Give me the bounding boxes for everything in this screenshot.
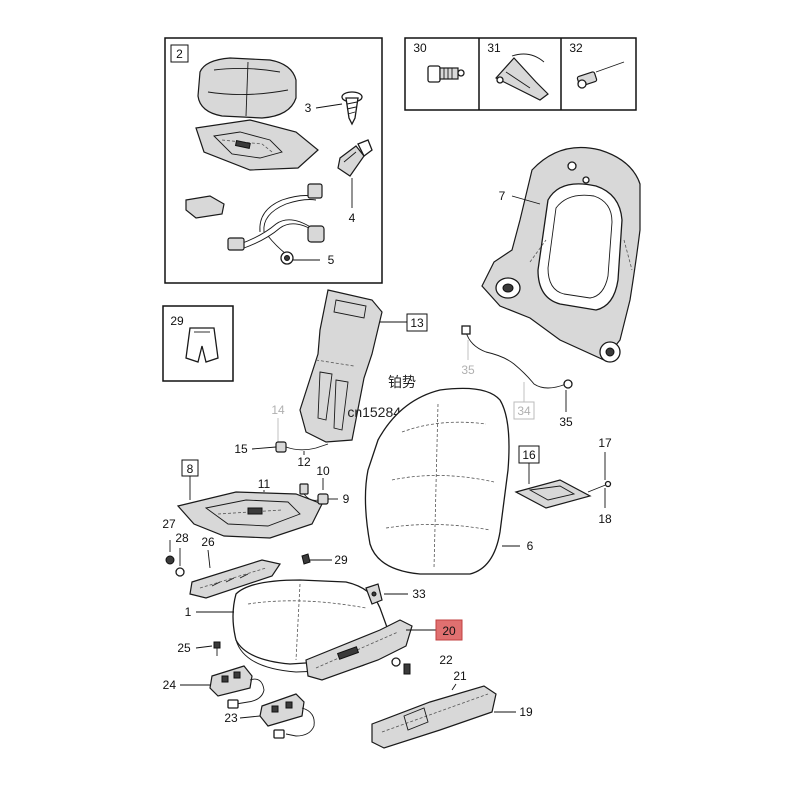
cushion-cover-pad[interactable] [197,57,297,119]
part-3-label: 3 [305,101,312,115]
part-21-label: 21 [453,669,467,683]
part-35-faint-label: 35 [461,363,475,377]
bolt-30-icon[interactable] [427,65,465,83]
part-6-label: 6 [527,539,534,553]
side-trim-26[interactable] [189,559,281,599]
clip-4-icon[interactable] [337,139,373,177]
part-13-label: 13 [410,316,424,330]
part-5-label: 5 [328,253,335,267]
part-29-label: 29 [170,314,184,328]
part-27-label: 27 [162,517,176,531]
clip-29-border [162,305,234,382]
screw-27-icon[interactable] [165,540,175,565]
rivet-32-icon[interactable] [576,61,625,89]
fastener-kit-frame: 30 31 32 [404,37,637,111]
part-16-label: 16 [522,448,536,462]
switch-module-23[interactable] [259,693,315,739]
sensor-wire-35[interactable] [461,325,573,389]
part-2-tag[interactable] [170,44,189,63]
part-2-label: 2 [176,47,183,61]
part-4-label: 4 [349,211,356,225]
backrest-heater-mat[interactable] [299,289,383,443]
cushion-heater-mat-8[interactable] [176,491,323,539]
washer-28-icon[interactable] [175,548,185,577]
switch-module-24[interactable] [209,665,265,709]
screw-25-icon[interactable] [213,641,221,656]
part-29-small-label: 29 [334,553,348,567]
heater-pad-16[interactable] [514,479,612,509]
part-10-label: 10 [316,464,330,478]
part-19-label: 19 [519,705,533,719]
part-31-label: 31 [487,41,501,55]
part-35-label: 35 [559,415,573,429]
part-22-label: 22 [439,653,453,667]
part-26-label: 26 [201,535,215,549]
part-32-label: 32 [569,41,583,55]
connector-9-icon[interactable] [299,483,329,505]
side-panel-19[interactable] [371,685,497,749]
clip-29-icon[interactable] [185,327,219,363]
part-15-label: 15 [234,442,248,456]
part-7-label: 7 [499,189,506,203]
bracket-31-icon[interactable] [495,53,549,101]
cushion-heater-sheet[interactable] [195,119,319,171]
screw-22-icon[interactable] [391,657,411,675]
part-12-label: 12 [297,455,311,469]
part-25-label: 25 [177,641,191,655]
part-20-label: 20 [442,624,456,638]
part-8-label: 8 [187,462,194,476]
side-panel-20[interactable] [305,619,413,681]
backrest-frame-7[interactable] [481,146,641,363]
part-17-label: 17 [598,436,612,450]
part-20-tag-highlighted[interactable] [435,619,463,641]
sensor-cable-12[interactable] [275,441,329,453]
harness-5-icon[interactable] [185,183,325,265]
part-11-label: 11 [258,477,271,491]
part-33-label: 33 [412,587,426,601]
clip-29-small-icon[interactable] [301,553,311,565]
part-34-label: 34 [517,404,531,418]
part-30-label: 30 [413,41,427,55]
part-13-tag[interactable] [406,313,428,332]
screw-3-icon[interactable] [341,91,363,126]
watermark-brand: 铂势 [388,374,416,390]
cover-kit-border [164,37,383,284]
part-18-label: 18 [598,512,612,526]
fastener-kit-border [404,37,637,111]
part-28-label: 28 [175,531,189,545]
part-24-label: 24 [163,678,177,692]
part-1-label: 1 [185,605,192,619]
part-14-faint-label: 14 [271,403,285,417]
cover-kit-frame: 2 3 4 [164,37,383,284]
part-9-label: 9 [343,492,350,506]
part-23-label: 23 [224,711,238,725]
backrest-cushion-6[interactable] [364,387,510,575]
clip-29-frame: 29 [162,305,234,382]
clip-33-icon[interactable] [365,583,383,605]
